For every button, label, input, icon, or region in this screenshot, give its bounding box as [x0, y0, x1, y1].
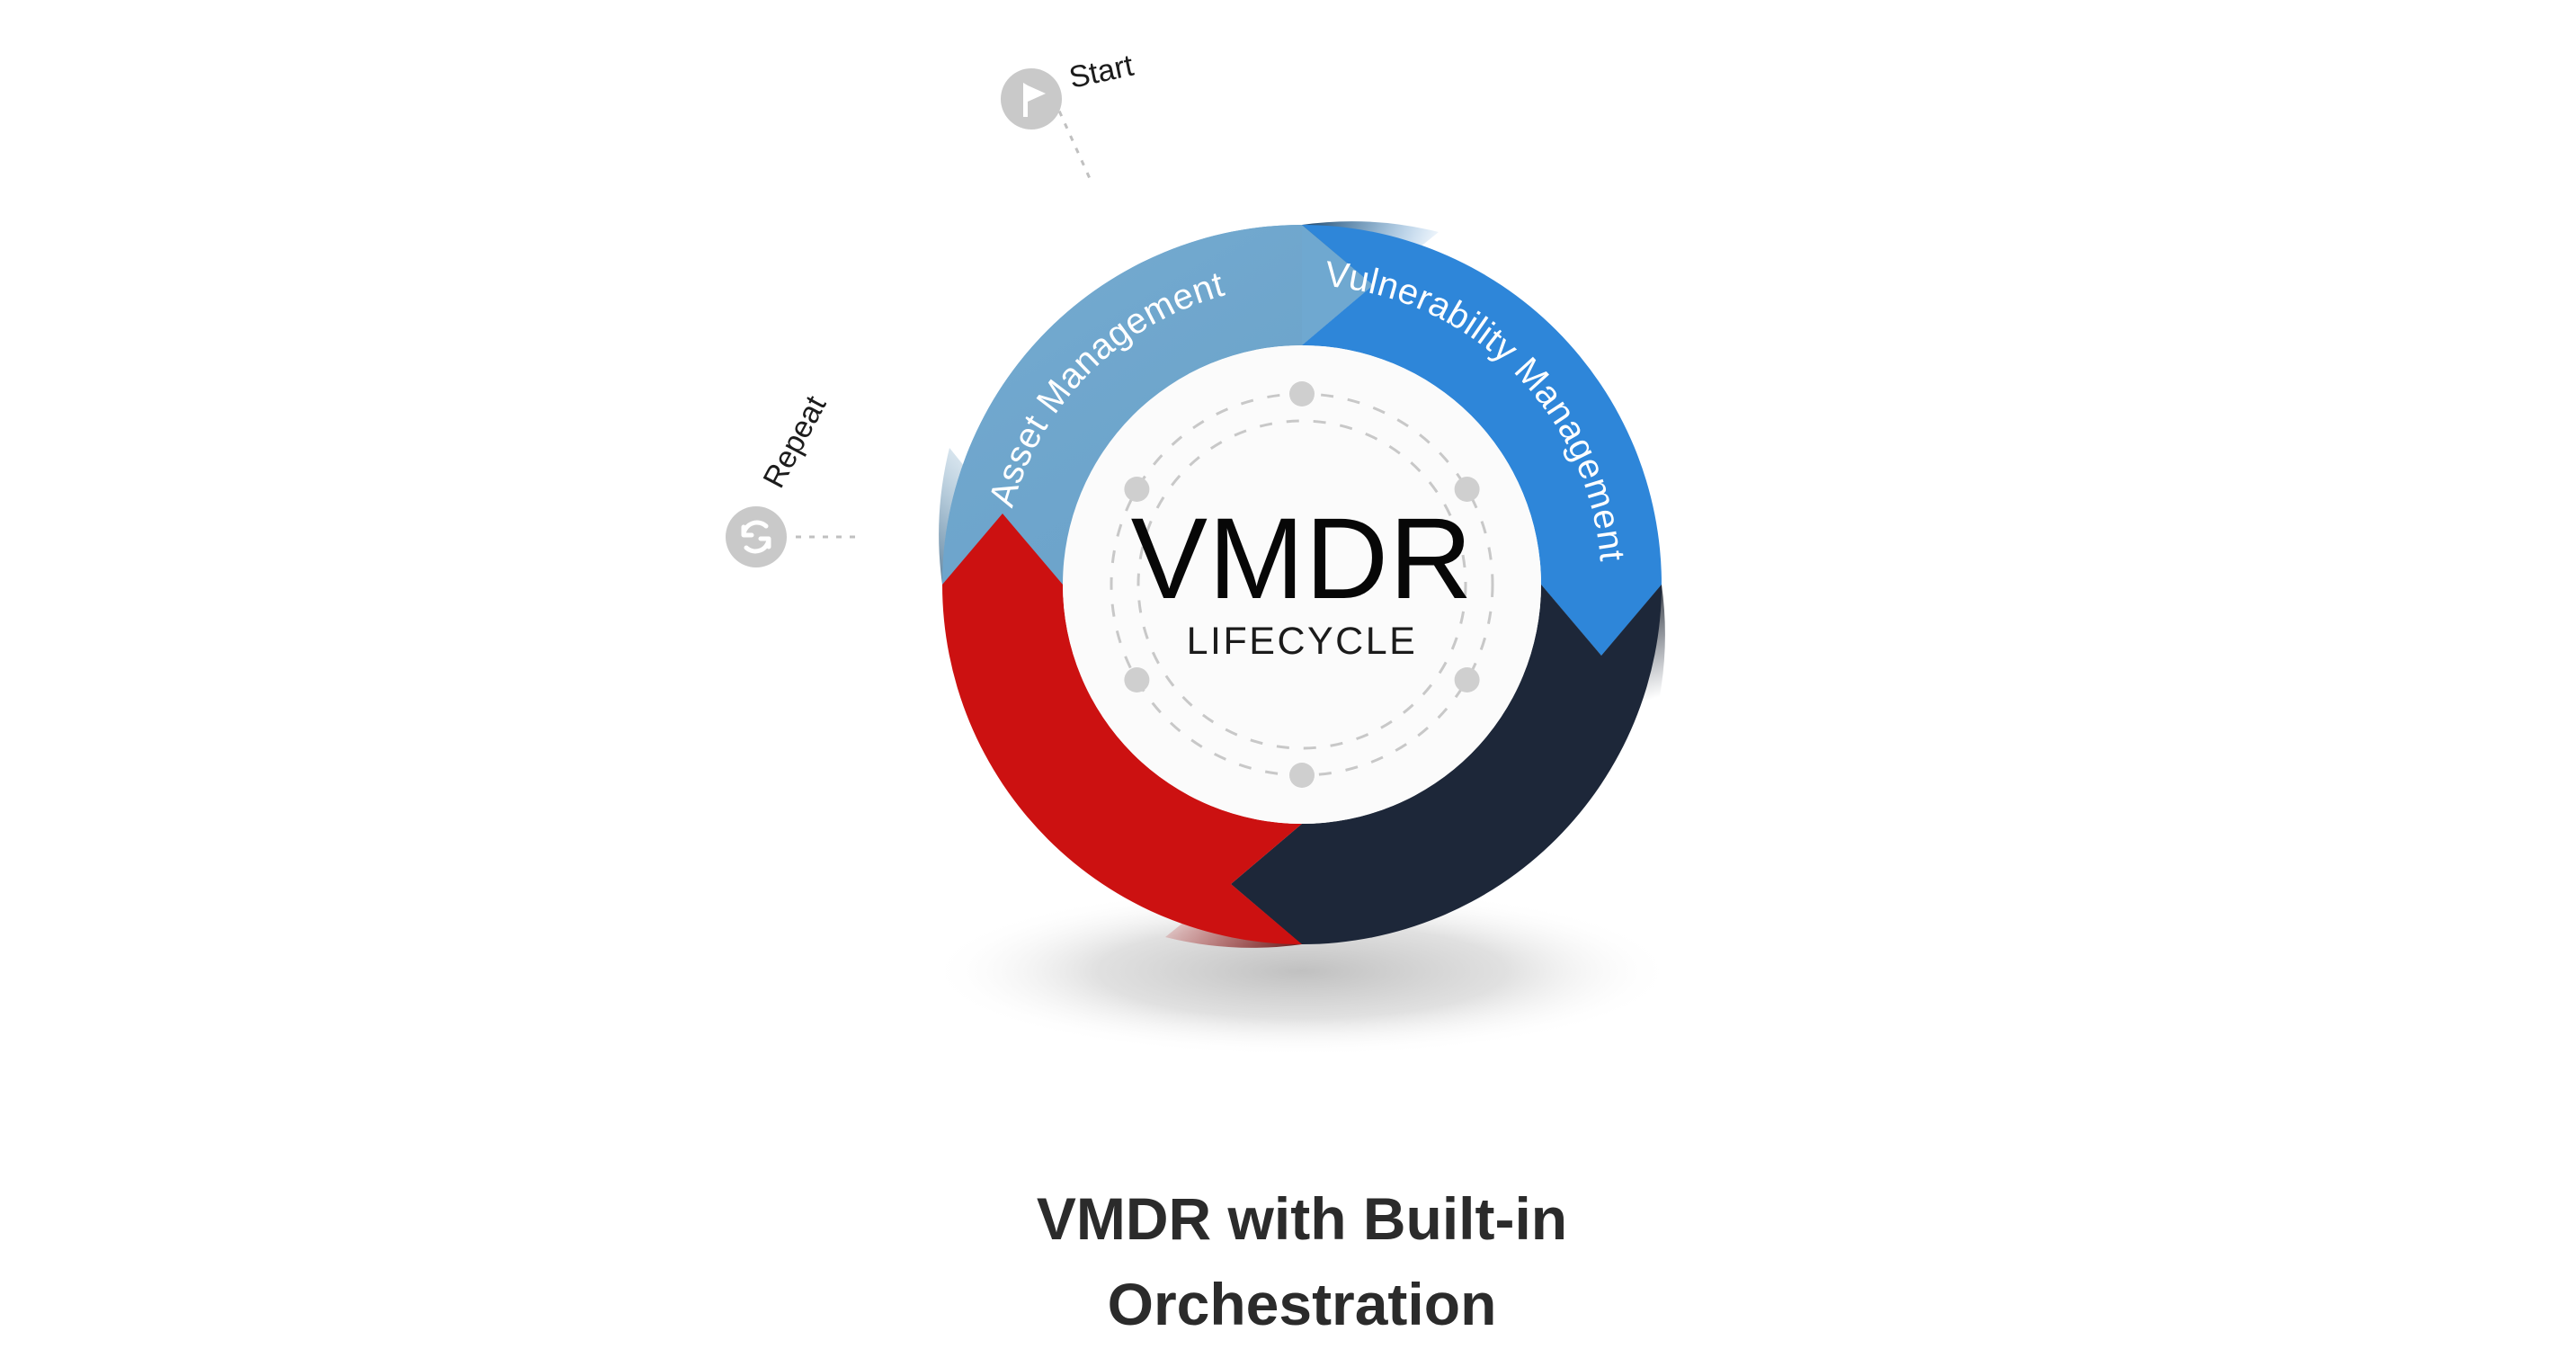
orbit-dot — [1124, 477, 1150, 502]
orbit-dot — [1124, 667, 1150, 692]
start-marker[interactable]: Start — [1001, 49, 1137, 185]
flag-icon — [1023, 83, 1046, 117]
caption-line-2: Orchestration — [1108, 1271, 1497, 1337]
orbit-dot — [1454, 477, 1480, 502]
repeat-marker-circle[interactable] — [726, 506, 787, 567]
start-marker-label: Start — [1066, 49, 1137, 95]
orbit-dot — [1289, 763, 1315, 788]
start-connector-line — [1052, 98, 1094, 185]
refresh-cycle-icon — [741, 520, 771, 554]
segment-vulnerability-management-shape[interactable] — [1302, 225, 1662, 585]
inner-disc — [1063, 345, 1541, 824]
orbit-dot — [1454, 667, 1480, 692]
ring-drop-shadow — [929, 886, 1675, 1057]
segment-threat-detection-tip — [1231, 824, 1302, 944]
segment-response-shape[interactable] — [942, 585, 1302, 944]
segment-asset-management-tip — [1302, 225, 1373, 345]
segment-response-tip — [942, 514, 1063, 585]
dashed-ring-inner — [1136, 419, 1467, 750]
orbit-dot — [1289, 381, 1315, 406]
caption-line-1: VMDR with Built-in — [1037, 1185, 1567, 1252]
segment-threat-detection-shape[interactable] — [1302, 585, 1662, 944]
orbit-dots — [1124, 381, 1480, 788]
repeat-marker[interactable]: Repeat — [726, 390, 859, 567]
segment-asset-management-sheen — [942, 225, 1302, 585]
segment-vulnerability-management-tip — [1541, 585, 1662, 656]
center-subtitle: LIFECYCLE — [1187, 620, 1418, 663]
center-title: VMDR — [1131, 495, 1474, 623]
repeat-marker-label: Repeat — [757, 390, 833, 494]
